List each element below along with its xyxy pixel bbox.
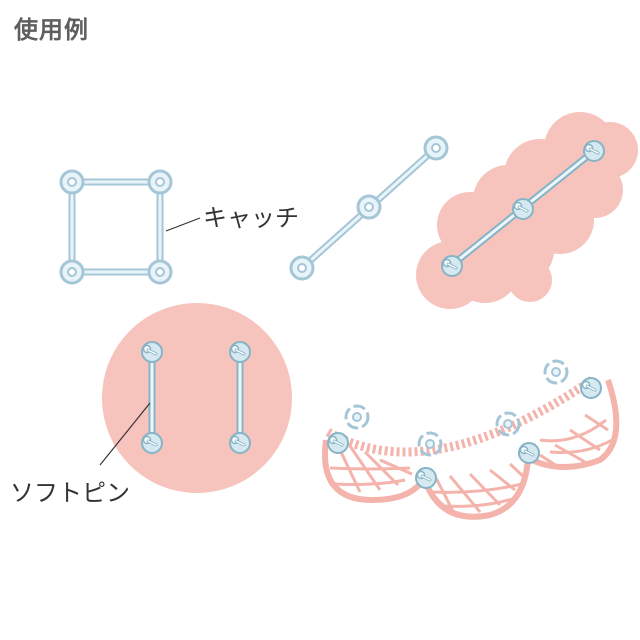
diagonal-catch-illustration	[289, 135, 449, 281]
soft-pin-left	[140, 340, 164, 455]
lace-collar-illustration	[322, 376, 620, 520]
catch-leader-line	[165, 217, 201, 232]
soft-pin-right	[228, 340, 252, 455]
soft-pin-leader-line	[99, 402, 151, 466]
soft-pin-label: ソフトピン	[10, 479, 130, 507]
fabric-circle-illustration	[102, 303, 292, 493]
page-title: 使用例	[14, 16, 89, 44]
diagonal-pin-illustration	[440, 139, 606, 278]
square-catch-illustration	[59, 169, 173, 285]
catch-label: キャッチ	[203, 204, 299, 232]
